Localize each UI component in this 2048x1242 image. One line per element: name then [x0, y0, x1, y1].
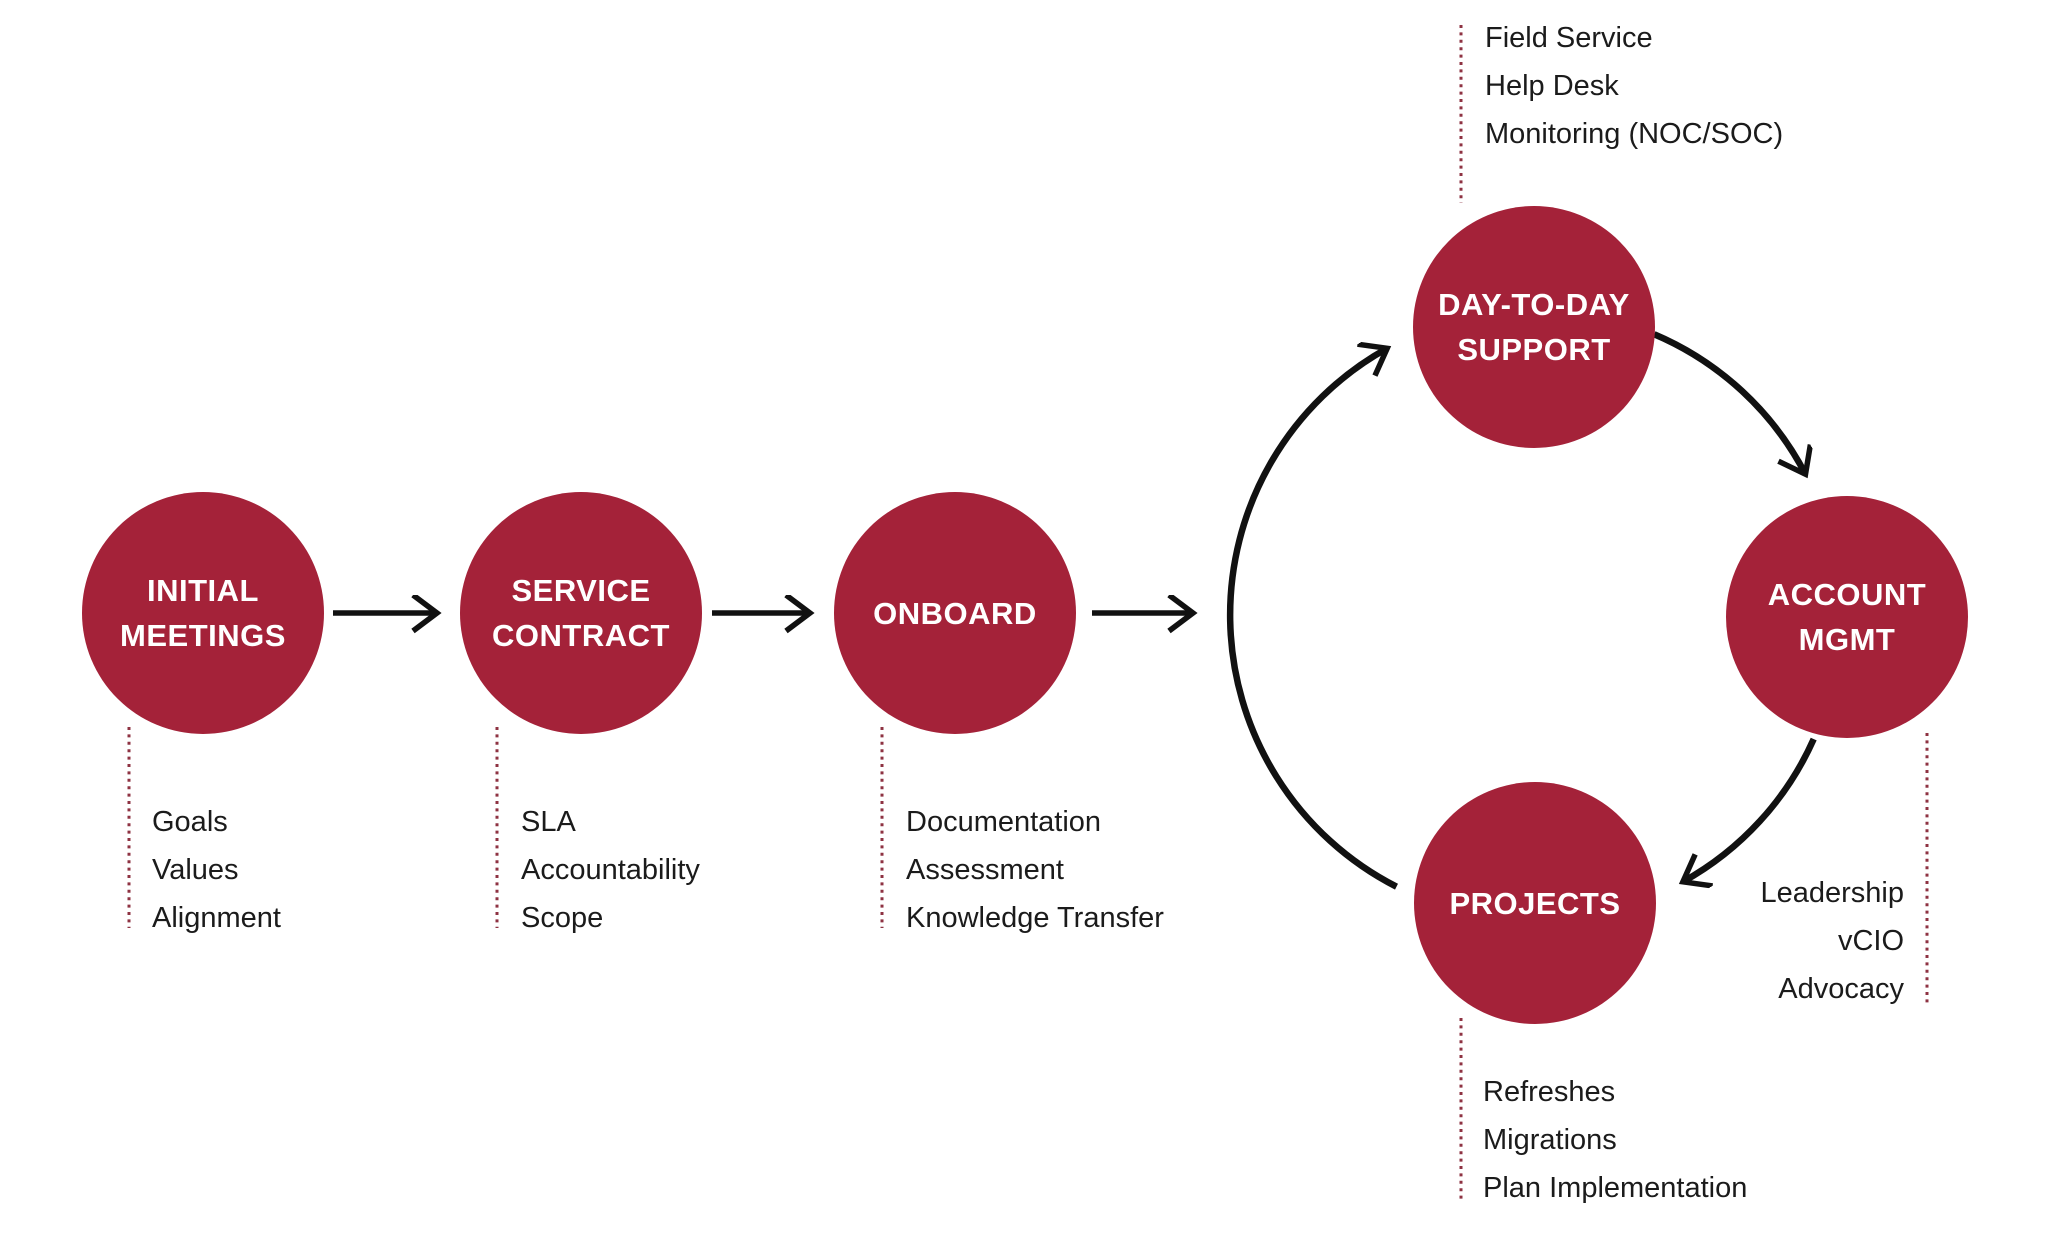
detail-item: Leadership — [1760, 877, 1905, 909]
detail-item: Accountability — [521, 854, 700, 886]
detail-item: Refreshes — [1483, 1076, 1616, 1108]
stage-label: INITIAL — [147, 573, 259, 608]
detail-item: Knowledge Transfer — [906, 902, 1164, 934]
detail-item: Assessment — [906, 854, 1064, 886]
detail-list-day-to-day-support: Field Service Help Desk Monitoring (NOC/… — [1485, 14, 1783, 158]
arc-support-to-account — [1652, 331, 1805, 474]
stage-label: ONBOARD — [873, 595, 1037, 631]
detail-list-service-contract: SLA Accountability Scope — [521, 798, 700, 942]
detail-list-account-mgmt: Leadership vCIO Advocacy — [1761, 869, 1905, 1013]
detail-item: Migrations — [1483, 1124, 1617, 1156]
stage-label: ACCOUNT — [1767, 577, 1927, 612]
detail-list-projects: Refreshes Migrations Plan Implementation — [1483, 1068, 1747, 1212]
detail-list-initial-meetings: Goals Values Alignment — [152, 798, 281, 942]
detail-item: SLA — [521, 806, 576, 838]
stage-label: DAY-TO-DAY — [1438, 287, 1630, 322]
detail-item: Field Service — [1485, 22, 1653, 54]
detail-item: Values — [152, 854, 239, 886]
detail-item: Plan Implementation — [1483, 1172, 1748, 1204]
stage-label: MGMT — [1798, 622, 1896, 657]
detail-item: Scope — [521, 902, 604, 934]
detail-item: Goals — [152, 806, 228, 838]
stage-label: MEETINGS — [120, 618, 286, 653]
detail-item: Advocacy — [1778, 973, 1904, 1005]
stage-label: SUPPORT — [1457, 332, 1611, 367]
stage-label: SERVICE — [511, 573, 651, 608]
arc-projects-to-support — [1226, 348, 1398, 890]
stage-circle-projects: PROJECTS — [1414, 782, 1656, 1024]
arc-account-to-projects — [1683, 737, 1817, 882]
stage-circle-onboard: ONBOARD — [834, 492, 1076, 734]
stage-label: CONTRACT — [492, 618, 670, 653]
stage-circle-initial-meetings: INITIAL MEETINGS — [82, 492, 324, 734]
stage-circle-service-contract: SERVICE CONTRACT — [460, 492, 702, 734]
detail-item: Alignment — [152, 902, 281, 934]
detail-list-onboard: Documentation Assessment Knowledge Trans… — [906, 798, 1164, 942]
detail-item: Documentation — [906, 806, 1102, 838]
detail-item: Help Desk — [1485, 70, 1619, 102]
detail-item: vCIO — [1837, 925, 1904, 957]
detail-item: Monitoring (NOC/SOC) — [1485, 118, 1784, 150]
stage-label: PROJECTS — [1449, 885, 1621, 921]
stage-circle-day-to-day-support: DAY-TO-DAY SUPPORT — [1413, 206, 1655, 448]
stage-circle-account-mgmt: ACCOUNT MGMT — [1726, 496, 1968, 738]
